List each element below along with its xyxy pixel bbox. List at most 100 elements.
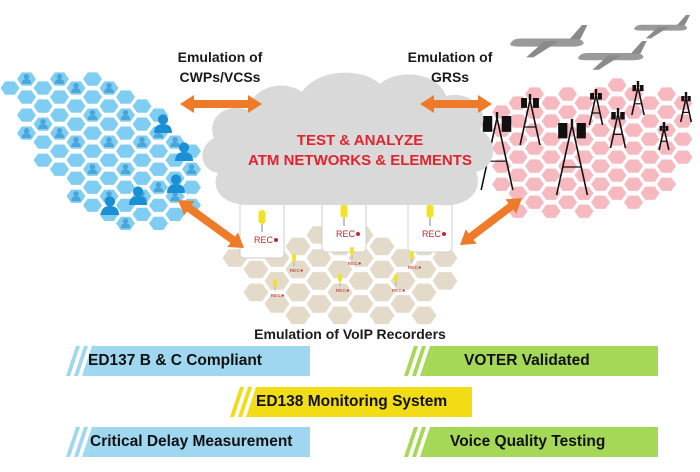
airplane-tail: [676, 14, 690, 26]
arrows-group: [178, 95, 522, 248]
operator-head: [122, 218, 129, 224]
stripe-bar: [238, 387, 252, 417]
grs-hex-cell: [672, 131, 694, 147]
airplane-wing: [526, 41, 559, 58]
operator-icon: [38, 119, 48, 129]
stripe-bar: [82, 427, 96, 457]
operator-head: [122, 109, 129, 116]
grs-hex-cell: [507, 131, 529, 147]
airplane-tail: [630, 41, 647, 54]
stripe-bar: [66, 346, 80, 376]
grs-hex-cell: [589, 140, 612, 156]
recorder-hex-cell: [326, 259, 354, 280]
tower-antenna: [687, 96, 691, 102]
grs-hex-cell: [507, 149, 529, 165]
grs-hex-cell: [655, 104, 678, 120]
airplane-tail: [569, 25, 588, 40]
cwp-hex-cell: [32, 80, 54, 96]
recorder-hex-cell: [284, 305, 312, 326]
cwp-hex-cell: [98, 98, 120, 114]
operator-icon: [153, 182, 164, 193]
recorder-hex-cell: [284, 236, 312, 257]
recorder-hex-cell: [263, 293, 291, 314]
recorder-hex-cell: [284, 259, 312, 280]
stripe-bar: [420, 427, 434, 457]
recorder-icon: REC: [290, 254, 303, 274]
cwp-hex-cell: [131, 98, 153, 114]
tower-antenna: [681, 96, 685, 102]
grs-hex-cell: [622, 140, 645, 156]
operator-head: [104, 196, 116, 207]
tower-antenna: [532, 98, 539, 108]
operator-icon: [104, 137, 114, 147]
stripe-icon: [404, 346, 434, 376]
tower-antenna: [639, 85, 644, 92]
operator-body: [71, 142, 81, 147]
operator-body: [54, 79, 65, 84]
stripe-bar: [74, 427, 88, 457]
banner-ed138-body: [250, 387, 472, 417]
recorder-hex-cell: [326, 305, 354, 326]
operator-icon: [120, 109, 131, 120]
grs-hex-cell: [523, 194, 546, 211]
tower-mast: [570, 119, 574, 125]
grs-hex-cell: [573, 203, 595, 220]
operator-body: [54, 133, 65, 138]
stripe-bar: [246, 387, 260, 417]
recorder-hex-cell: [347, 248, 375, 268]
stripe-bar: [412, 346, 426, 376]
rec-dot-icon: [358, 262, 361, 265]
rec-label: REC: [422, 229, 442, 239]
tower-mast: [594, 89, 598, 95]
operator-icon: [167, 174, 185, 193]
grs-hex-cell: [490, 140, 513, 156]
antenna-tower-icon: [555, 119, 589, 196]
operator-head: [172, 137, 178, 143]
microphone-icon: [394, 274, 398, 282]
arrow-cwp-recorders: [178, 200, 244, 248]
grs-hex-cell: [523, 122, 546, 138]
tower-antenna: [611, 112, 616, 120]
antenna-tower-icon: [519, 94, 541, 146]
label-grs-line2: GRSs: [430, 69, 470, 85]
stripe-bar: [74, 346, 88, 376]
operator-icon: [101, 196, 119, 215]
rec-dot-icon: [418, 266, 421, 269]
recorder-icon: REC: [239, 201, 285, 259]
grs-hex-cell: [589, 176, 612, 193]
cwp-hex-cell: [65, 170, 87, 187]
cwp-hex-cell: [65, 116, 87, 132]
grs-hex-cell: [573, 149, 595, 165]
operator-head: [139, 137, 145, 143]
cwp-hex-cell: [32, 98, 54, 114]
grs-hex-cell: [523, 176, 546, 193]
operator-body: [120, 223, 131, 229]
grs-hex-cell: [573, 167, 595, 183]
cwp-hex-cell: [81, 197, 104, 214]
recorder-hex-cell: [242, 282, 270, 303]
operator-body: [71, 196, 81, 202]
operator-body: [104, 142, 114, 147]
cwp-hex-cell: [147, 197, 170, 214]
cwp-hex-cell: [81, 89, 104, 105]
antenna-tower-icon: [658, 122, 670, 151]
operator-body: [153, 187, 164, 193]
arrow-shape: [460, 198, 522, 245]
operator-head: [56, 73, 63, 80]
grs-hex-cell: [556, 176, 579, 193]
grs-hex-cell: [540, 131, 562, 147]
label-voip: Emulation of VoIP Recorders: [254, 326, 446, 342]
operator-body: [87, 169, 98, 175]
grs-hex-cell: [556, 86, 579, 102]
grs-hex-cell: [589, 158, 612, 174]
cwp-hex-cell: [147, 215, 170, 232]
stripe-bar: [82, 346, 96, 376]
stripe-bar: [66, 427, 80, 457]
rec-dot-icon: [442, 232, 446, 236]
grs-hex-cell: [639, 167, 661, 183]
operator-head: [106, 191, 112, 197]
recorder-icon: REC: [271, 279, 284, 299]
recorder-hex-cell: [410, 259, 438, 280]
banner-ed138: ED138 Monitoring System: [226, 387, 472, 417]
recorder-hex-cell: [368, 259, 396, 280]
